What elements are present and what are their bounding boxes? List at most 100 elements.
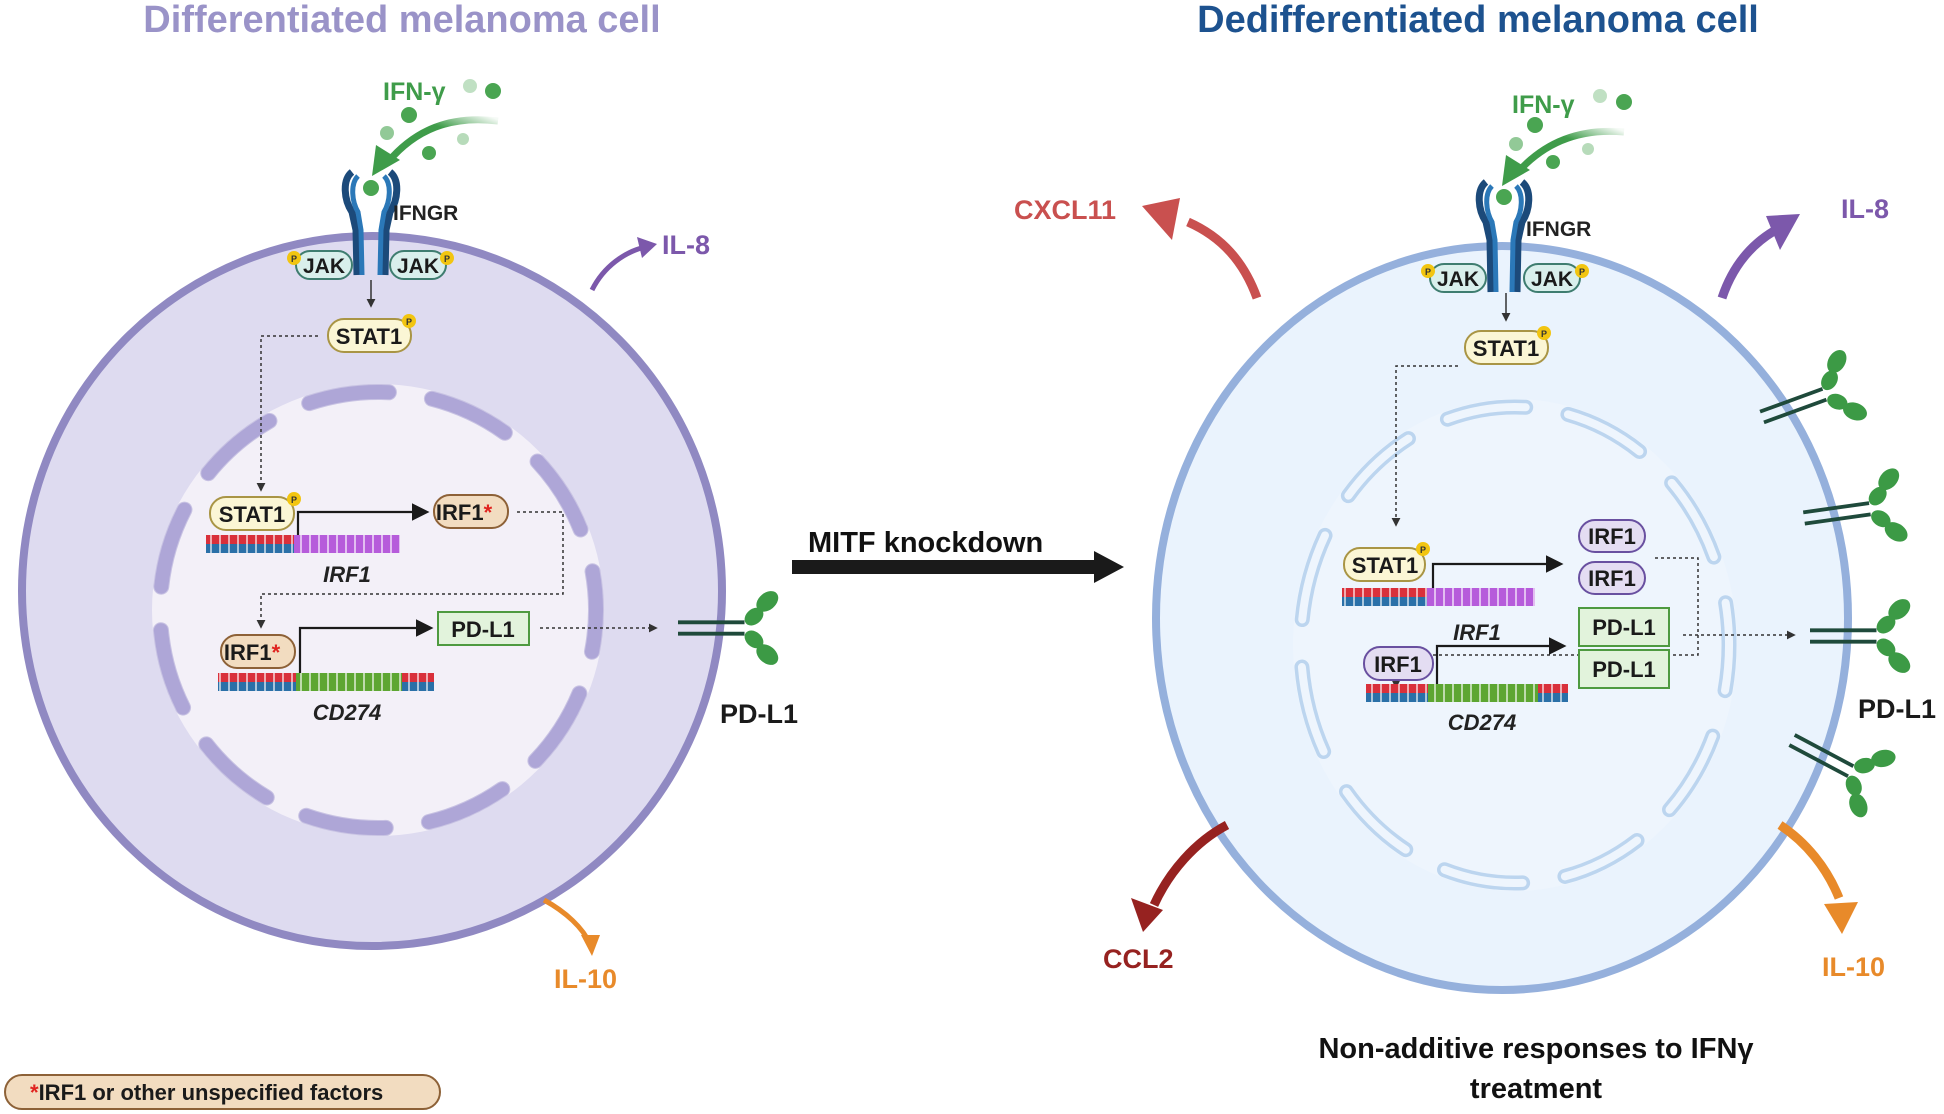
left-surface-pdl1-icon: [678, 591, 779, 665]
phospho-icon: [287, 492, 301, 506]
right-il8-arrow: [1717, 227, 1777, 300]
right-ifng-arrowhead: [1502, 155, 1530, 186]
phospho-label: P: [291, 254, 297, 264]
nuclear-pore-segment: [423, 390, 513, 441]
right-ccl2-arrow: [1149, 821, 1230, 907]
left-il10-arrowhead: [581, 935, 600, 956]
legend-box: *IRF1 or other unspecified factors: [4, 1074, 441, 1110]
left-nuclear-envelope: [152, 384, 604, 836]
left-stat1-nuclear: STAT1 P: [209, 492, 301, 531]
left-ifng-label: IFN-γ: [383, 78, 446, 106]
right-stat1-nuclear: STAT1 P: [1343, 542, 1430, 582]
nuclear-pore-segment: [1667, 478, 1718, 562]
right-il8-label: IL-8: [1841, 194, 1889, 224]
right-caption-line1: Non-additive responses to IFNγ: [1318, 1033, 1754, 1065]
right-cd274-transcription-arrow: [1435, 637, 1567, 684]
left-irf1-feedback-arrow: [256, 511, 564, 629]
nuclear-pore-segment: [529, 453, 589, 538]
asterisk-mark: *: [30, 1080, 39, 1105]
left-il8-arrow: [589, 244, 646, 292]
right-jak-right: JAK P: [1523, 263, 1589, 293]
pdl1-receptor-icon: [1788, 733, 1896, 818]
phospho-icon: [1416, 542, 1430, 556]
right-il10-arrowhead: [1824, 902, 1858, 934]
right-jak-left: JAK P: [1421, 263, 1487, 293]
left-irf1-product: IRF1*: [433, 494, 509, 529]
left-pdl1-product-label: PD-L1: [451, 617, 515, 642]
right-stat1-nuclear-label: STAT1: [1352, 553, 1418, 578]
left-il8-arrowhead: [637, 237, 657, 258]
right-irf1-transcription-arrow: [1431, 555, 1564, 588]
left-cd274-gene-label: CD274: [313, 700, 381, 725]
nuclear-pore-segment: [299, 808, 393, 835]
nuclear-pore-segment: [1563, 410, 1644, 456]
left-irf1-bound: IRF1*: [220, 634, 296, 669]
phospho-icon: [287, 251, 301, 265]
phospho-label: P: [1425, 267, 1431, 277]
pdl1-receptor-icon: [1802, 468, 1908, 542]
nuclear-pore-segment: [527, 685, 588, 769]
mitf-knockdown-label: MITF knockdown: [808, 527, 1043, 559]
nuclear-pore-segment: [424, 391, 512, 440]
nuclear-pore-segment: [421, 782, 510, 829]
right-ifng-arrow: [1515, 127, 1625, 175]
phospho-label: P: [1420, 545, 1426, 555]
nuclear-pore-segment: [199, 737, 274, 805]
nuclear-pore-segment: [1297, 663, 1328, 756]
nuclear-pore-segment: [298, 807, 394, 836]
right-nuclear-envelope: [1294, 399, 1737, 891]
left-panel-title: Differentiated melanoma cell: [143, 0, 660, 41]
svg-text:IRF1*: IRF1*: [224, 640, 281, 665]
nuclear-pore-segment: [1298, 531, 1330, 624]
left-il8-label: IL-8: [662, 230, 710, 260]
nuclear-pore-segment: [1342, 787, 1410, 854]
left-ifng-arrow: [385, 116, 499, 165]
right-irf1-gene-label: IRF1: [1453, 620, 1501, 645]
nuclear-pore-segment: [301, 384, 397, 412]
pdl1-receptor-icon: [678, 591, 779, 665]
right-caption-line2: treatment: [1470, 1073, 1602, 1105]
right-ifng-particles: [1509, 89, 1632, 169]
right-ifng-label: IFN-γ: [1512, 91, 1575, 119]
right-cd274-dna: [1366, 684, 1568, 702]
phospho-label: P: [291, 495, 297, 505]
left-il10-label: IL-10: [554, 964, 617, 994]
nuclear-pore-segment: [200, 412, 278, 482]
left-pdl1-product: PD-L1: [437, 611, 530, 646]
phospho-label: P: [444, 254, 450, 264]
right-surface-pdl1-label: PD-L1: [1858, 694, 1936, 724]
nuclear-pore-segment: [1440, 865, 1527, 887]
right-ccl2-arrowhead: [1131, 898, 1163, 932]
left-irf1-transcription-arrow: [296, 503, 430, 535]
mitf-knockdown-arrow: [792, 551, 1124, 583]
phospho-icon: [440, 251, 454, 265]
phospho-icon: [1421, 264, 1435, 278]
nuclear-pore-segment: [1560, 836, 1642, 881]
left-cd274-dna: [218, 673, 434, 691]
left-irf1-dna: [206, 535, 400, 553]
right-irf1-product-label: IRF1: [1588, 524, 1636, 549]
left-cd274-transcription-arrow: [298, 619, 434, 673]
phospho-label: P: [1541, 329, 1547, 339]
right-surface-pdl1-icons: [1759, 349, 1911, 818]
left-irf1-gene-label: IRF1: [323, 562, 371, 587]
right-cd274-gene-label: CD274: [1448, 710, 1516, 735]
left-surface-pdl1-label: PD-L1: [720, 699, 798, 729]
right-pdl1-product-label: PD-L1: [1592, 615, 1656, 640]
legend-text: IRF1 or other unspecified factors: [39, 1080, 384, 1105]
right-stat1-cyto-label: STAT1: [1473, 336, 1539, 361]
left-jak-left-label: JAK: [303, 255, 345, 278]
left-jak-left: JAK P: [287, 250, 353, 280]
left-stat1-cyto-label: STAT1: [336, 324, 402, 349]
nuclear-pore-segment: [153, 501, 193, 595]
left-ifng-particles: [380, 79, 501, 160]
right-ifngr-label: IFNGR: [1526, 218, 1591, 241]
nuclear-pore-segment: [154, 502, 192, 594]
nuclear-pore-segment: [302, 385, 396, 411]
right-pdl1-products: PD-L1 PD-L1: [1578, 607, 1670, 689]
phospho-label: P: [406, 317, 412, 327]
phospho-icon: [1575, 264, 1589, 278]
nuclear-pore-segment: [528, 686, 587, 768]
phospho-label: P: [1579, 267, 1585, 277]
